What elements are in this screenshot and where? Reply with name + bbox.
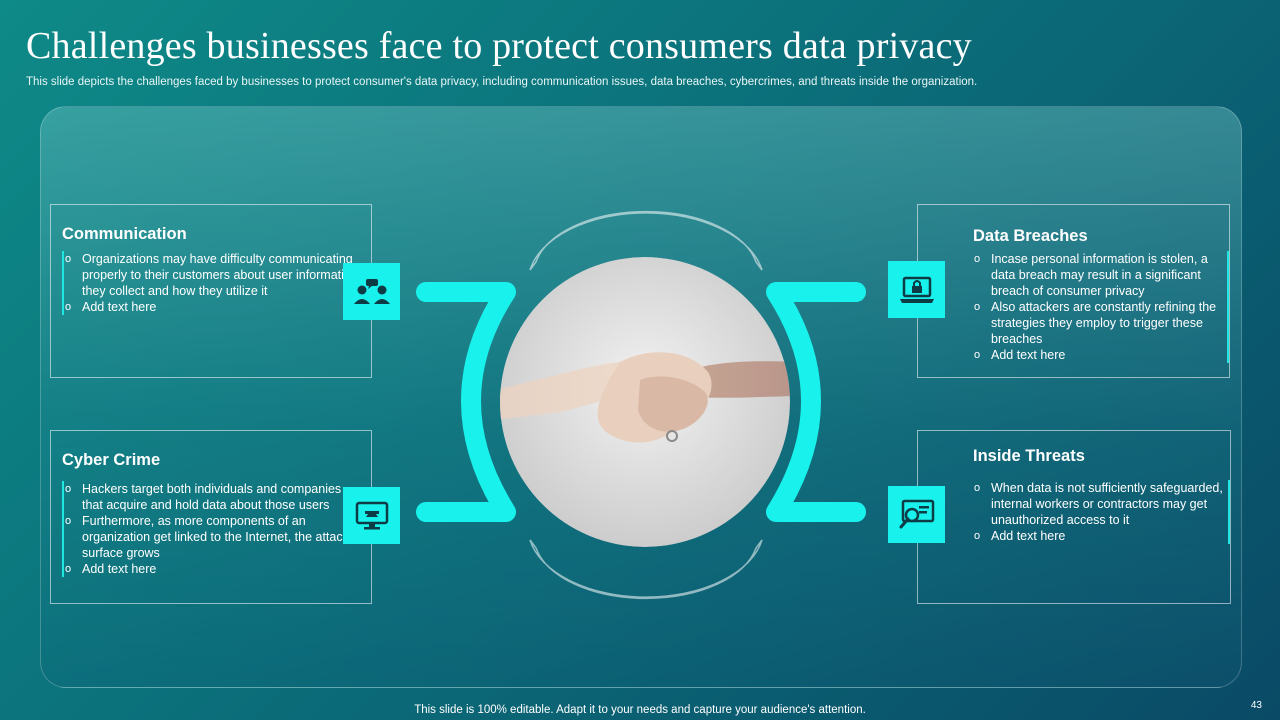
page-number: 43 [1250,700,1262,711]
people-chat-icon [343,263,400,320]
slide-subtitle: This slide depicts the challenges faced … [26,76,978,88]
screen-magnifier-icon [888,486,945,543]
card-title: Inside Threats [973,447,1085,465]
card-title: Communication [62,225,187,243]
bottom-arc [529,539,763,600]
card-communication: Communication Organizations may have dif… [50,204,372,378]
bullet-item: Organizations may have difficulty commun… [64,251,361,299]
bullet-item: Incase personal information is stolen, a… [973,251,1227,299]
bullet-item: Furthermore, as more components of an or… [64,513,361,561]
footer-note: This slide is 100% editable. Adapt it to… [414,704,866,716]
right-bracket-icon [766,282,866,522]
card-title: Data Breaches [973,227,1088,245]
left-bracket-icon [416,282,516,522]
bullet-item: Hackers target both individuals and comp… [64,481,361,513]
handshake-photo [500,257,790,547]
bullet-list: Organizations may have difficulty commun… [62,251,361,315]
top-arc [529,210,763,271]
bullet-item: Add text here [973,528,1228,544]
bullet-list: Hackers target both individuals and comp… [62,481,361,577]
card-inside-threats: Inside Threats When data is not sufficie… [917,430,1231,604]
bullet-item: Add text here [973,347,1227,363]
laptop-lock-icon [888,261,945,318]
hacker-monitor-icon [343,487,400,544]
card-data-breaches: Data Breaches Incase personal informatio… [917,204,1230,378]
bullet-item: Also attackers are constantly refining t… [973,299,1227,347]
bullet-list: Incase personal information is stolen, a… [973,251,1229,363]
card-title: Cyber Crime [62,451,161,469]
bullet-list: When data is not sufficiently safeguarde… [973,480,1230,544]
bullet-item: Add text here [64,561,361,577]
card-cyber-crime: Cyber Crime Hackers target both individu… [50,430,372,604]
bullet-item: Add text here [64,299,361,315]
slide-title: Challenges businesses face to protect co… [26,25,972,67]
bullet-item: When data is not sufficiently safeguarde… [973,480,1228,528]
